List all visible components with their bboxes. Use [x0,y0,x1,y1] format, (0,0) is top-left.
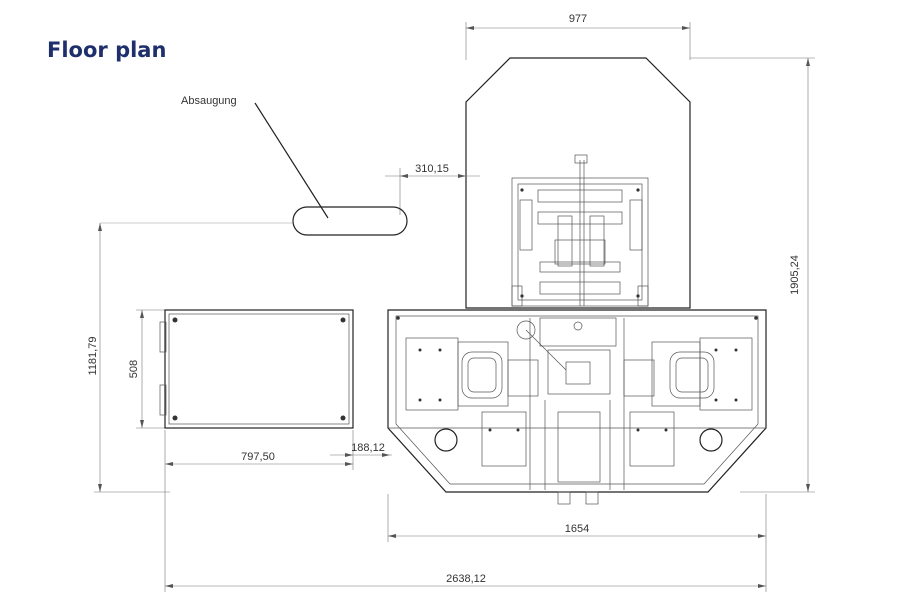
suction-duct: Absaugung [100,95,408,236]
dim-side-height-label: 1181,79 [87,337,99,376]
side-cabinet [159,309,354,429]
dimension-gap: 188,12 [330,442,392,457]
dimension-total-height: 1905,24 [690,57,815,493]
dim-total-width-label: 2638,12 [446,573,486,585]
dimension-offset: 310,15 [385,163,480,215]
upper-housing [465,57,691,309]
machine-base [387,309,767,505]
dim-box-width-label: 797,50 [241,451,275,463]
dim-machine-width-label: 1654 [565,523,589,535]
dimension-top-width: 977 [465,13,691,60]
dim-offset-label: 310,15 [415,163,449,175]
dim-gap-label: 188,12 [351,442,385,454]
dimension-box-height: 508 [128,309,165,429]
dimension-side-height: 1181,79 [87,223,170,493]
page-title: Floor plan [47,38,167,62]
suction-label: Absaugung [181,95,237,107]
dim-box-height-label: 508 [128,360,140,378]
dimension-box-width: 797,50 [164,430,354,470]
dim-total-height-label: 1905,24 [789,255,801,295]
dimension-machine-width: 1654 [387,494,767,542]
dim-top-width-label: 977 [569,13,587,25]
dimension-total-width: 2638,12 [164,470,767,592]
